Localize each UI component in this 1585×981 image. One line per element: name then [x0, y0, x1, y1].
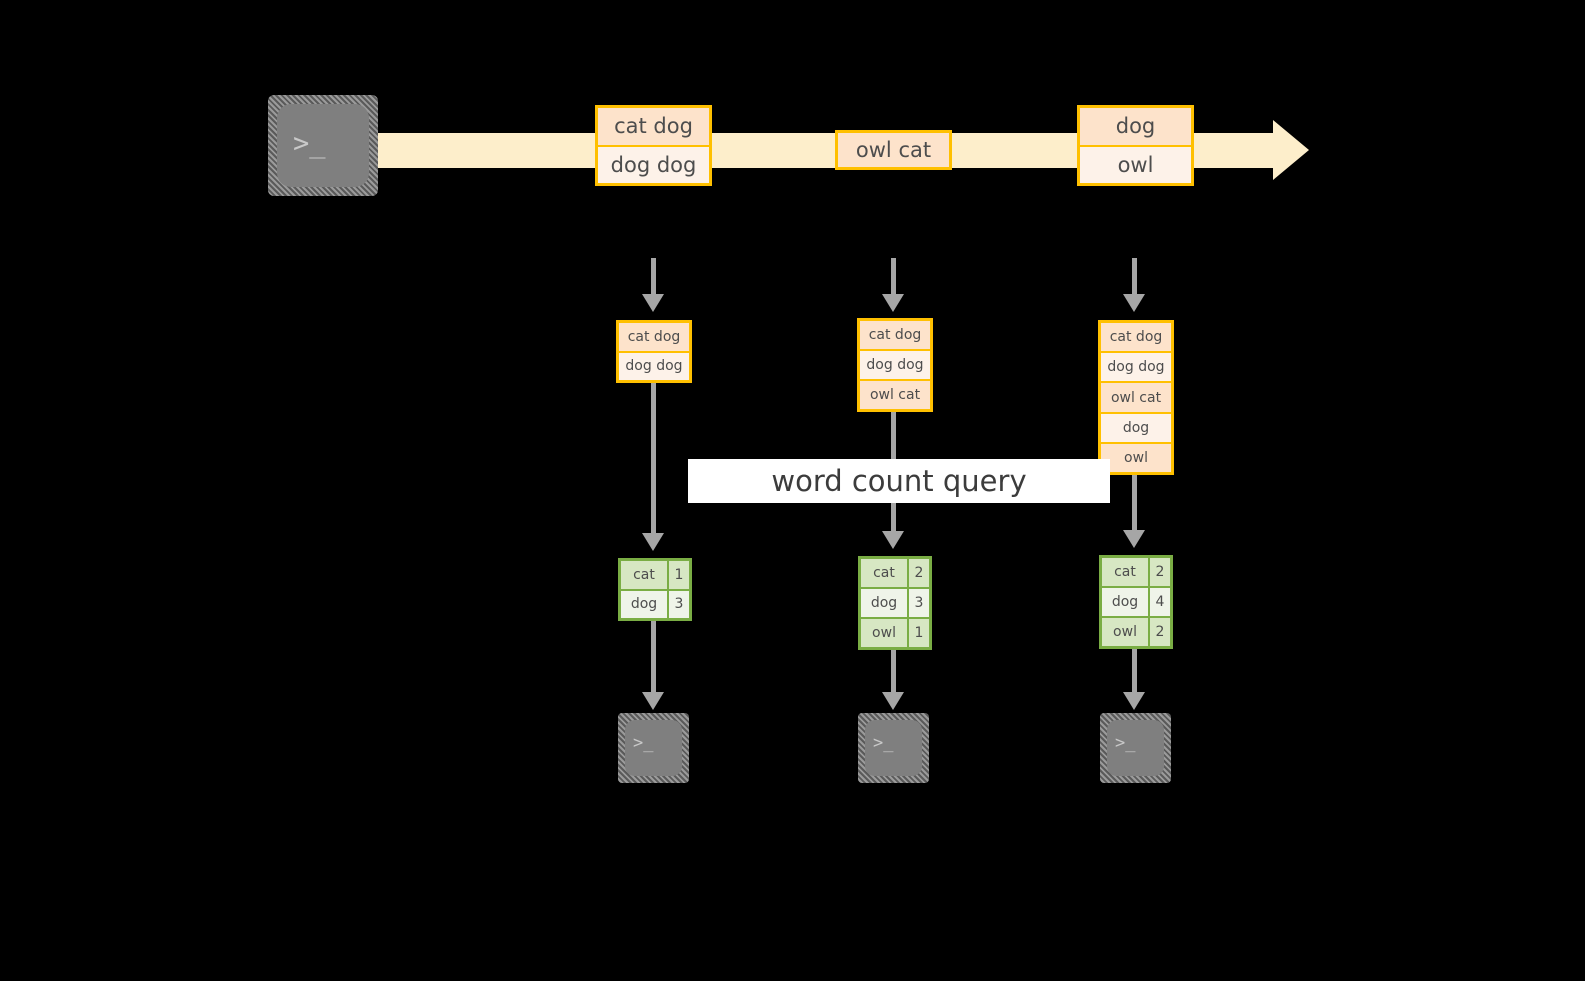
state-line: owl cat [1101, 381, 1171, 412]
connector-arrowhead-col2-out [882, 692, 904, 710]
query-caption: word count query [688, 459, 1110, 503]
state-line: owl [1101, 441, 1171, 473]
sink-terminal-screen: >_ [1107, 720, 1164, 776]
sink-terminal-prompt: >_ [873, 733, 894, 753]
connector-arrowhead-col1-mid [642, 533, 664, 551]
state-box-col2: cat dog dog dog owl cat [857, 318, 933, 412]
source-terminal-icon[interactable]: >_ [268, 95, 378, 196]
state-line: dog dog [1101, 351, 1171, 382]
sink-terminal-prompt: >_ [633, 733, 654, 753]
table-cell-count: 1 [909, 619, 929, 647]
table-cell-word: owl [861, 619, 909, 647]
connector-line-col1-out [651, 621, 656, 694]
result-table-col1: cat 1 dog 3 [618, 558, 692, 621]
table-row: dog 3 [621, 588, 689, 618]
connector-line-col1-in [651, 258, 656, 296]
connector-arrowhead-col3-mid [1123, 530, 1145, 548]
connector-arrowhead-col2-mid [882, 531, 904, 549]
sink-terminal-col3[interactable]: >_ [1100, 713, 1171, 783]
connector-arrowhead-col1-in [642, 294, 664, 312]
table-row: dog 3 [861, 587, 929, 617]
state-line: owl cat [860, 379, 930, 409]
table-cell-word: cat [621, 561, 669, 589]
state-line: cat dog [1101, 323, 1171, 352]
table-cell-count: 3 [669, 590, 689, 618]
sink-terminal-screen: >_ [865, 720, 922, 776]
connector-arrowhead-col3-out [1123, 692, 1145, 710]
stream-record-line: owl cat [838, 133, 949, 167]
connector-arrowhead-col3-in [1123, 294, 1145, 312]
table-cell-word: owl [1102, 618, 1150, 646]
state-line: dog dog [860, 349, 930, 379]
source-terminal-screen: >_ [277, 104, 369, 187]
table-cell-count: 2 [1150, 558, 1170, 586]
table-cell-count: 3 [909, 589, 929, 617]
table-cell-count: 4 [1150, 588, 1170, 616]
connector-line-col3-out [1132, 649, 1137, 694]
stream-record-line: dog [1080, 108, 1191, 145]
connector-line-col1-mid [651, 383, 656, 535]
stream-record-line: dog dog [598, 144, 709, 183]
table-cell-count: 1 [669, 561, 689, 589]
result-table-col2: cat 2 dog 3 owl 1 [858, 556, 932, 650]
table-row: dog 4 [1102, 586, 1170, 616]
stream-arrow-head [1273, 120, 1309, 180]
stream-record-1: cat dog dog dog [595, 105, 712, 186]
state-line: cat dog [619, 323, 689, 351]
stream-record-2: owl cat [835, 130, 952, 170]
sink-terminal-prompt: >_ [1115, 733, 1136, 753]
table-cell-word: dog [861, 589, 909, 617]
table-row: cat 2 [1102, 558, 1170, 586]
table-row: cat 1 [621, 561, 689, 589]
sink-terminal-col2[interactable]: >_ [858, 713, 929, 783]
connector-line-col3-in [1132, 258, 1137, 296]
stream-record-line: owl [1080, 144, 1191, 183]
connector-line-col2-in [891, 258, 896, 296]
query-caption-label: word count query [771, 464, 1027, 498]
result-table-col3: cat 2 dog 4 owl 2 [1099, 555, 1173, 649]
sink-terminal-screen: >_ [625, 720, 682, 776]
table-cell-count: 2 [1150, 618, 1170, 646]
state-line: dog [1101, 411, 1171, 442]
connector-line-col2-out [891, 650, 896, 694]
table-cell-word: cat [861, 559, 909, 587]
connector-arrowhead-col2-in [882, 294, 904, 312]
state-line: dog dog [619, 350, 689, 380]
table-row: cat 2 [861, 559, 929, 587]
connector-arrowhead-col1-out [642, 692, 664, 710]
state-box-col1: cat dog dog dog [616, 320, 692, 383]
table-cell-word: dog [1102, 588, 1150, 616]
stream-record-3: dog owl [1077, 105, 1194, 186]
sink-terminal-col1[interactable]: >_ [618, 713, 689, 783]
table-cell-word: cat [1102, 558, 1150, 586]
state-box-col3: cat dog dog dog owl cat dog owl [1098, 320, 1174, 475]
table-row: owl 2 [1102, 616, 1170, 646]
state-line: cat dog [860, 321, 930, 349]
source-terminal-prompt: >_ [293, 128, 326, 159]
table-cell-count: 2 [909, 559, 929, 587]
stream-record-line: cat dog [598, 108, 709, 145]
table-row: owl 1 [861, 617, 929, 647]
table-cell-word: dog [621, 590, 669, 618]
connector-line-col3-mid [1132, 475, 1137, 532]
